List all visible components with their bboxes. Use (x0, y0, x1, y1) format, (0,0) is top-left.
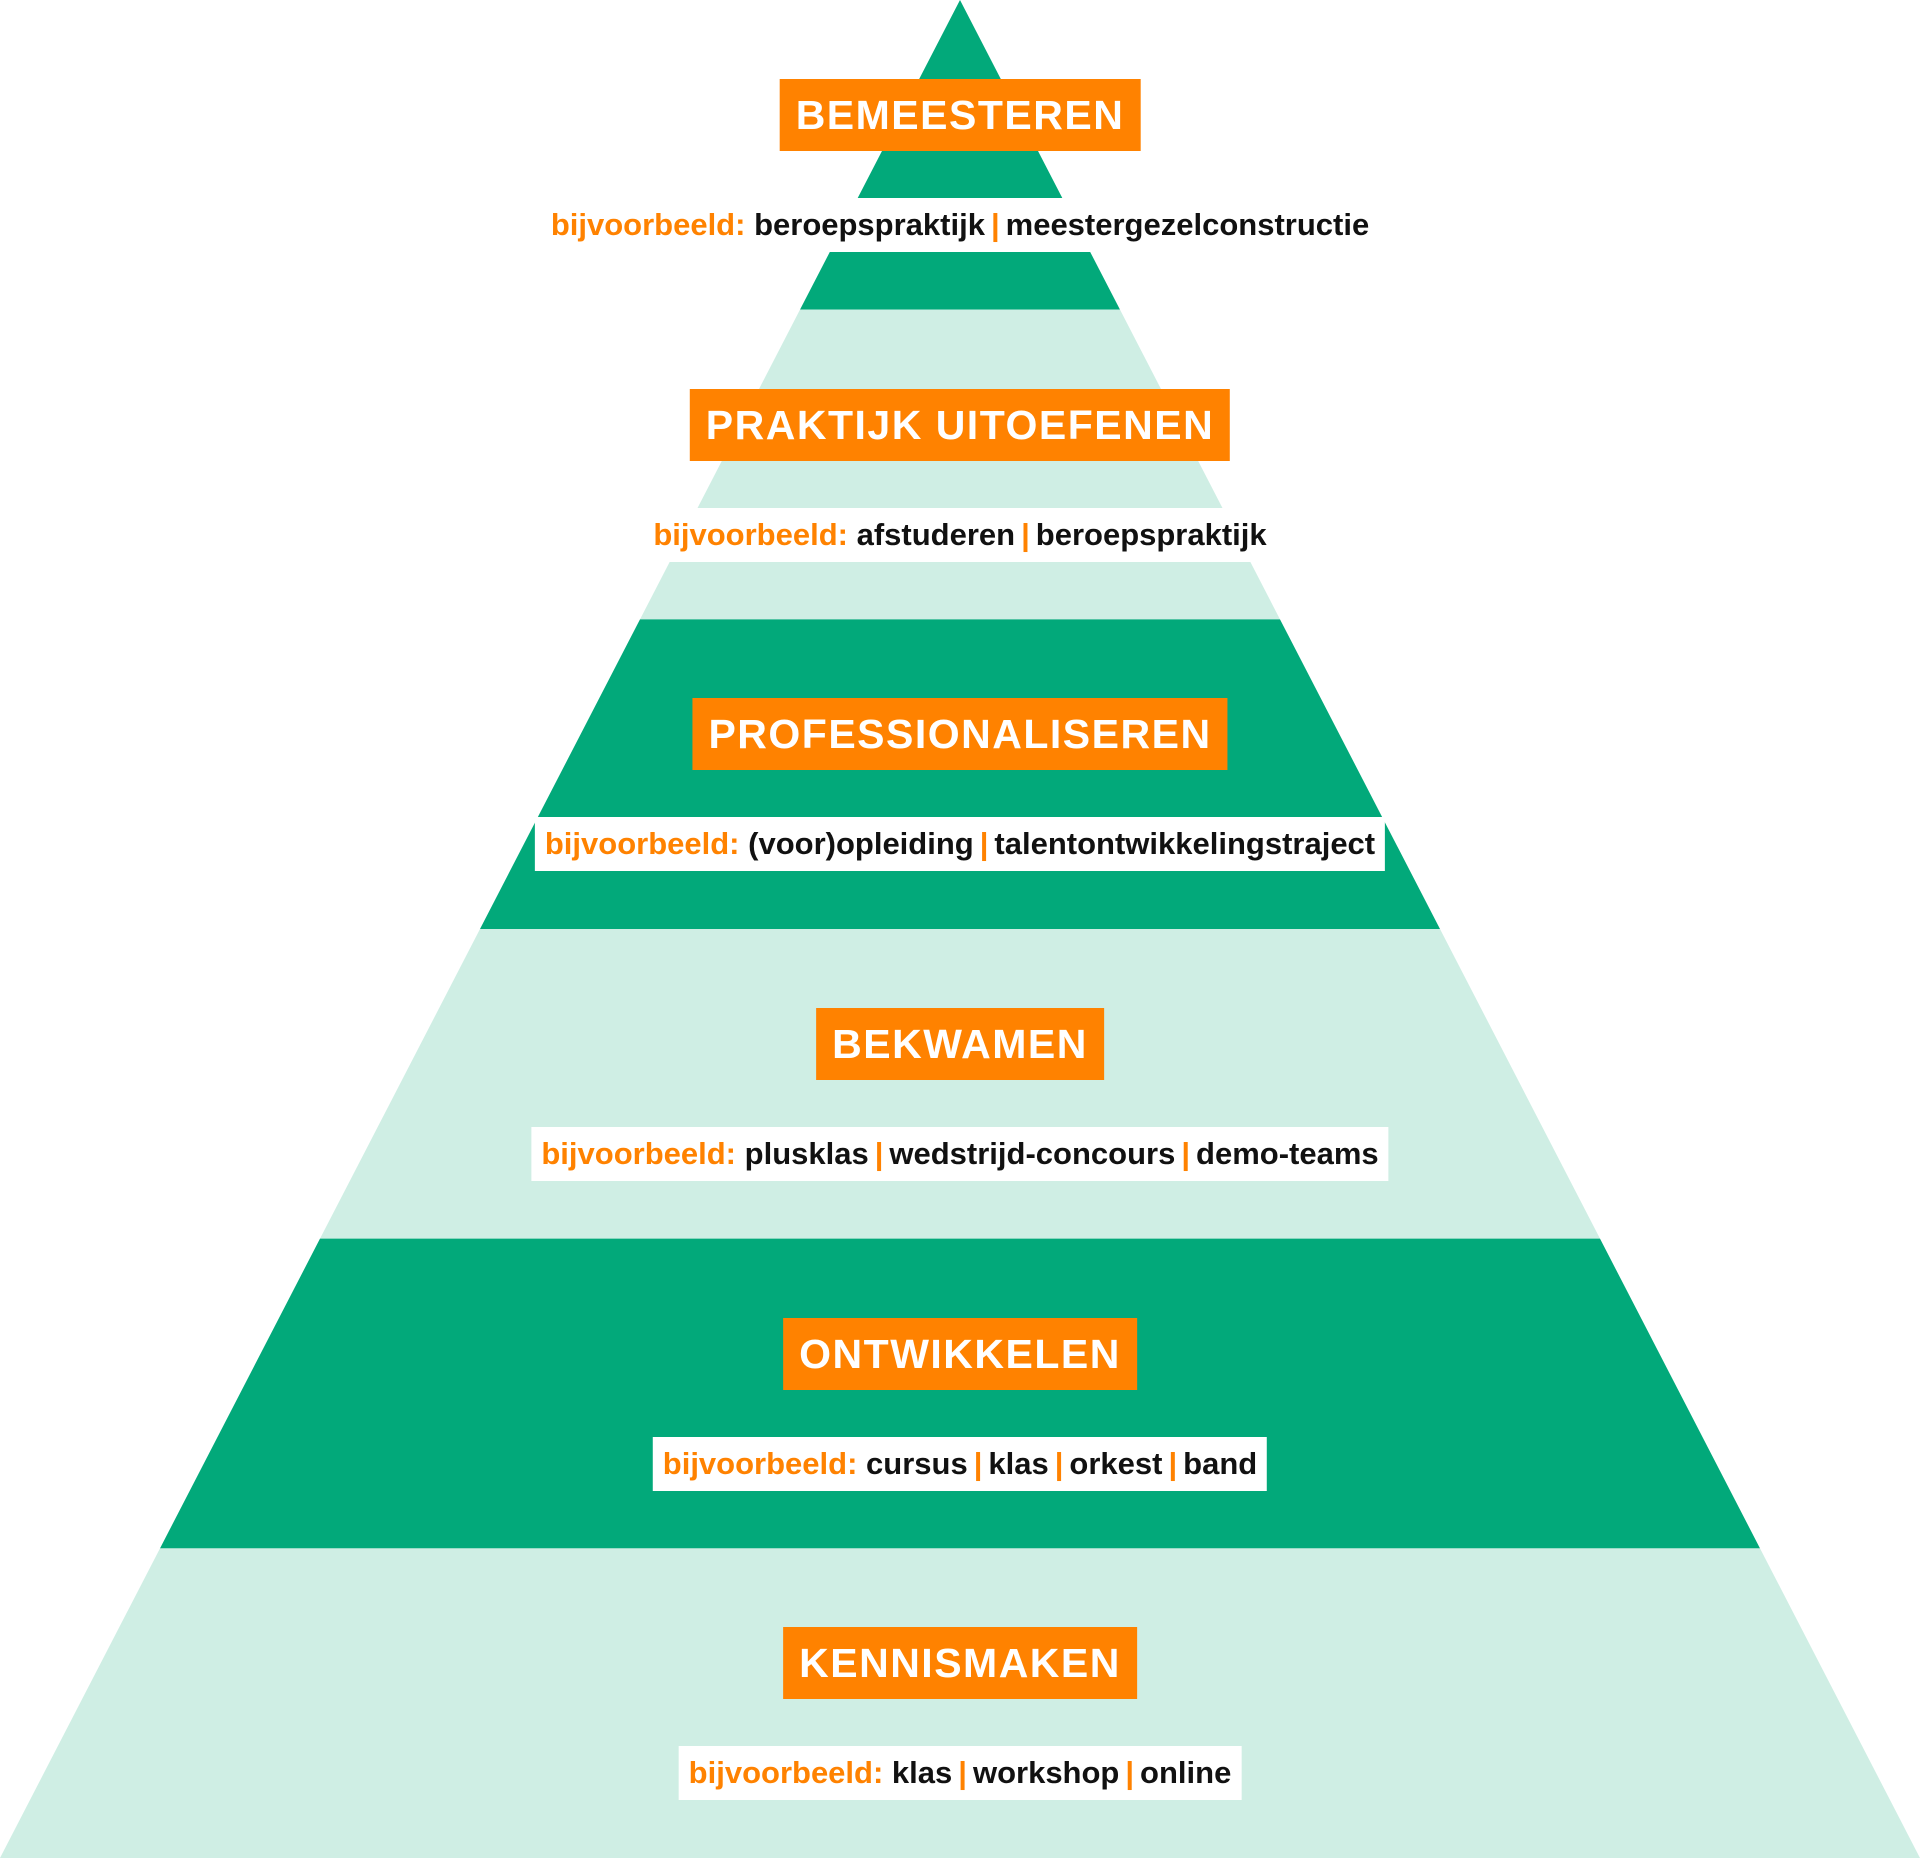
example-item: demo-teams (1196, 1136, 1379, 1171)
level-examples: bijvoorbeeld: (voor)opleiding|talentontw… (534, 817, 1386, 872)
level-label: PROFESSIONALISEREN (692, 698, 1228, 771)
example-item: workshop (972, 1755, 1120, 1791)
pyramid-band-6 (0, 1548, 1920, 1858)
example-item: klas (891, 1755, 953, 1791)
example-item: band (1183, 1445, 1258, 1481)
separator: | (990, 207, 1000, 242)
pyramid-level: PRAKTIJK UITOEFENEN bijvoorbeeld: afstude… (0, 310, 1920, 620)
example-item: plusklas (744, 1136, 869, 1171)
separator: | (1125, 1755, 1135, 1791)
level-examples: bijvoorbeeld: klas|workshop|online (678, 1746, 1242, 1801)
level-examples: bijvoorbeeld: beroepspraktijk|meestergez… (540, 198, 1380, 252)
level-label: PRAKTIJK UITOEFENEN (689, 388, 1231, 461)
separator: | (979, 826, 989, 862)
example-item: meestergezelconstructie (1005, 207, 1370, 242)
example-item: (voor)opleiding (748, 826, 974, 862)
separator: | (874, 1136, 884, 1171)
level-label: ONTWIKKELEN (783, 1317, 1137, 1390)
pyramid-level: BEMEESTEREN bijvoorbeeld: beroepspraktijk… (0, 0, 1920, 310)
example-item: wedstrijd-concours (889, 1136, 1176, 1171)
examples-prefix: bijvoorbeeld: (544, 826, 740, 862)
pyramid-level: PROFESSIONALISEREN bijvoorbeeld: (voor)op… (0, 619, 1920, 929)
examples-prefix: bijvoorbeeld: (653, 516, 848, 552)
example-item: talentontwikkelingstraject (994, 826, 1376, 862)
example-item: afstuderen (856, 516, 1016, 552)
examples-prefix: bijvoorbeeld: (688, 1755, 884, 1791)
examples-prefix: bijvoorbeeld: (662, 1445, 858, 1481)
level-examples: bijvoorbeeld: plusklas|wedstrijd-concour… (531, 1127, 1389, 1181)
example-item: beroepspraktijk (754, 207, 985, 242)
level-label: BEMEESTEREN (779, 79, 1141, 151)
separator: | (973, 1445, 983, 1481)
example-item: klas (988, 1445, 1049, 1481)
example-item: online (1140, 1755, 1232, 1791)
pyramid-band-5 (160, 1238, 1760, 1549)
separator: | (958, 1755, 967, 1791)
level-label: BEKWAMEN (816, 1008, 1104, 1080)
examples-prefix: bijvoorbeeld: (550, 207, 746, 242)
example-item: cursus (866, 1445, 968, 1481)
level-label: KENNISMAKEN (783, 1627, 1137, 1700)
examples-prefix: bijvoorbeeld: (541, 1136, 737, 1171)
separator: | (1021, 516, 1030, 552)
separator: | (1168, 1445, 1178, 1481)
level-examples: bijvoorbeeld: cursus|klas|orkest|band (652, 1436, 1268, 1491)
example-item: beroepspraktijk (1035, 516, 1267, 552)
separator: | (1181, 1136, 1191, 1171)
separator: | (1054, 1445, 1064, 1481)
level-examples: bijvoorbeeld: afstuderen|beroepspraktijk (643, 507, 1277, 562)
example-item: orkest (1069, 1445, 1163, 1481)
